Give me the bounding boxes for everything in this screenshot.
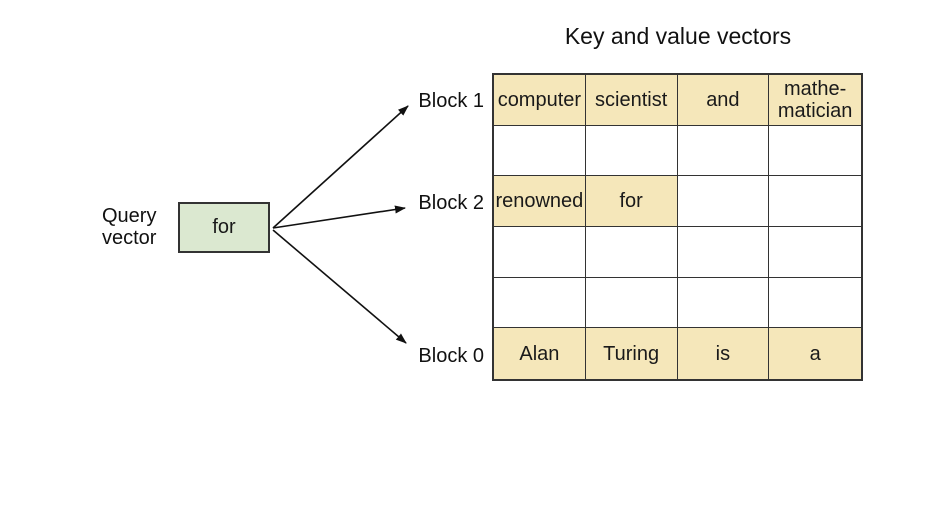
table-cell (769, 227, 861, 278)
block-1-label: Block 1 (418, 90, 484, 112)
table-cell (585, 227, 678, 278)
table-cell: a (769, 328, 861, 379)
table-cell (585, 125, 678, 177)
table-cell: and (677, 75, 770, 126)
table-cell (769, 176, 861, 227)
arrow-to-block-0 (272, 229, 407, 344)
query-token-text: for (212, 216, 236, 238)
table-cell (585, 277, 678, 329)
table-cell (677, 227, 770, 278)
table-cell (494, 277, 586, 329)
table-cell: mathe-matician (769, 75, 861, 126)
table-cell (677, 176, 770, 227)
table-cell: for (585, 176, 678, 227)
block-2-label: Block 2 (418, 192, 484, 214)
table-cell: Alan (494, 328, 586, 379)
query-vector-label: Query vector (102, 205, 157, 249)
table-cell (677, 125, 770, 177)
block-0-label: Block 0 (418, 345, 484, 367)
diagram-title: Key and value vectors (564, 23, 792, 49)
table-cell: computer (494, 75, 586, 126)
table-cell: scientist (585, 75, 678, 126)
table-cell: renowned (494, 176, 586, 227)
table-cell (769, 277, 861, 329)
table-cell (677, 277, 770, 329)
table-cell: is (677, 328, 770, 379)
table-cell (494, 227, 586, 278)
table-cell (494, 125, 586, 177)
query-vector-box: for (178, 202, 270, 253)
table-cell (769, 125, 861, 177)
table-cell: Turing (585, 328, 678, 379)
